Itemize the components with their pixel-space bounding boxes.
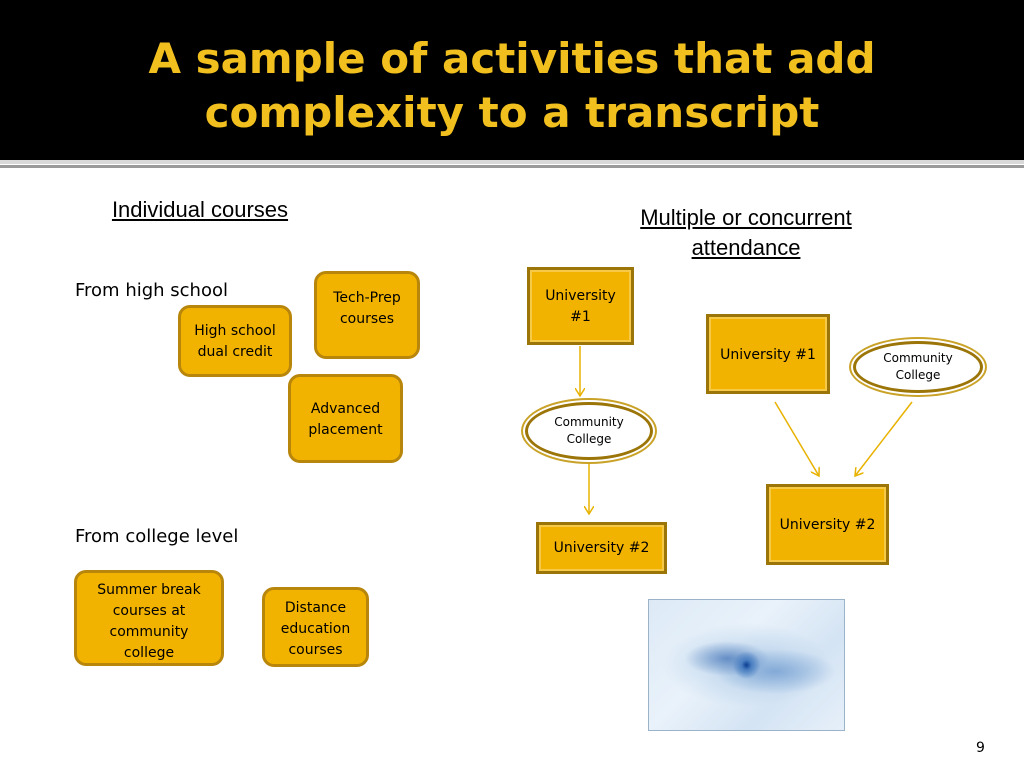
arrow-concurrent-2 bbox=[855, 401, 913, 476]
concurrent-university1-box: University #1 bbox=[706, 314, 830, 394]
sequence-community-college-line2: College bbox=[566, 432, 612, 446]
concurrent-community-college-oval: Community College bbox=[853, 341, 983, 393]
distance-education-text: Distance education courses bbox=[281, 598, 350, 661]
slide-title: A sample of activities that add complexi… bbox=[0, 32, 1024, 140]
concurrent-community-college-line1: Community bbox=[883, 351, 953, 365]
divider-line-secondary bbox=[0, 165, 1024, 168]
summer-break-line1: Summer break bbox=[97, 582, 201, 598]
title-bar bbox=[0, 0, 1024, 160]
advanced-placement-line1: Advanced bbox=[310, 401, 381, 417]
multiple-attendance-heading-line2: attendance bbox=[691, 235, 801, 260]
summer-break-line3: community bbox=[109, 624, 189, 640]
distance-education-line2: education bbox=[280, 621, 351, 637]
tech-prep-text: Tech-Prep courses bbox=[333, 288, 401, 330]
concurrent-university2-box: University #2 bbox=[766, 484, 889, 565]
arrow-concurrent-1 bbox=[774, 401, 819, 476]
sequence-university1-text: University #1 bbox=[545, 286, 616, 328]
dual-credit-text: High school dual credit bbox=[194, 321, 276, 363]
from-high-school-label: From high school bbox=[75, 280, 228, 301]
sequence-community-college-text: Community College bbox=[554, 414, 623, 448]
advanced-placement-line2: placement bbox=[308, 422, 383, 438]
tech-prep-line1: Tech-Prep bbox=[333, 290, 401, 306]
summer-break-text: Summer break courses at community colleg… bbox=[97, 580, 201, 664]
sequence-university1-box: University #1 bbox=[527, 267, 634, 345]
distance-education-box: Distance education courses bbox=[262, 587, 369, 667]
swirl-image bbox=[648, 599, 845, 731]
summer-break-line2: courses at bbox=[112, 603, 186, 619]
tech-prep-box: Tech-Prep courses bbox=[314, 271, 420, 359]
from-college-level-label: From college level bbox=[75, 526, 239, 547]
sequence-community-college-line1: Community bbox=[554, 415, 624, 429]
advanced-placement-box: Advanced placement bbox=[288, 374, 403, 463]
multiple-attendance-heading: Multiple or concurrent attendance bbox=[606, 203, 886, 263]
slide-title-line2: complexity to a transcript bbox=[204, 88, 820, 137]
sequence-community-college-oval: Community College bbox=[525, 402, 653, 460]
slide-title-line1: A sample of activities that add bbox=[148, 34, 876, 83]
summer-break-line4: college bbox=[123, 645, 175, 661]
multiple-attendance-heading-line1: Multiple or concurrent bbox=[640, 205, 852, 230]
distance-education-line1: Distance bbox=[284, 600, 347, 616]
summer-break-box: Summer break courses at community colleg… bbox=[74, 570, 224, 666]
concurrent-community-college-text: Community College bbox=[883, 350, 952, 384]
tech-prep-line2: courses bbox=[339, 311, 395, 327]
advanced-placement-text: Advanced placement bbox=[308, 399, 382, 441]
sequence-university1-line2: #1 bbox=[570, 309, 591, 325]
page-number: 9 bbox=[976, 740, 985, 756]
distance-education-line3: courses bbox=[288, 642, 343, 658]
sequence-university2-box: University #2 bbox=[536, 522, 667, 574]
sequence-university1-line1: University bbox=[545, 288, 616, 304]
dual-credit-line2: dual credit bbox=[197, 344, 273, 360]
dual-credit-line1: High school bbox=[194, 323, 276, 339]
dual-credit-box: High school dual credit bbox=[178, 305, 292, 377]
individual-courses-heading: Individual courses bbox=[111, 197, 289, 222]
concurrent-community-college-line2: College bbox=[895, 368, 941, 382]
divider-line bbox=[0, 160, 1024, 164]
